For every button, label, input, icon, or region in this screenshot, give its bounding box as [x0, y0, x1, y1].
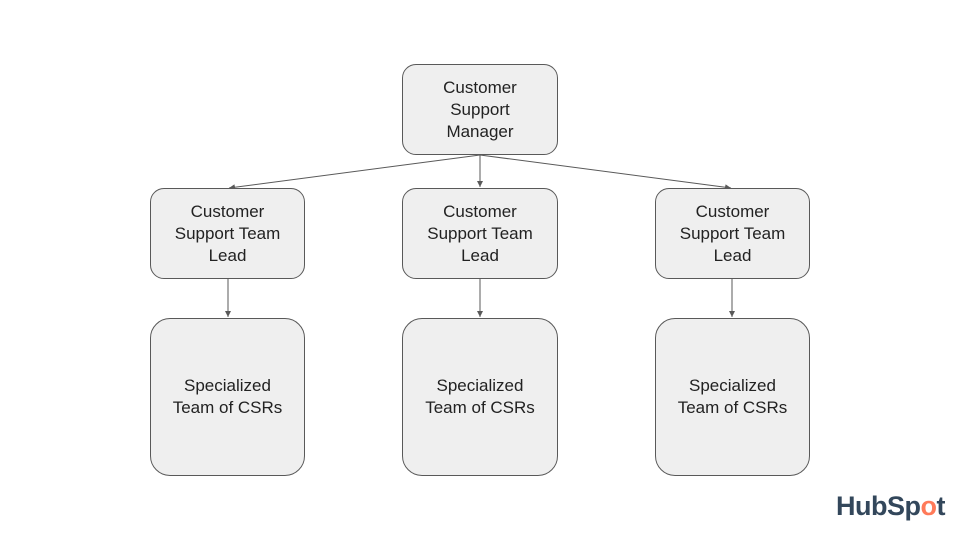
team-node-2: Specialized Team of CSRs [402, 318, 558, 476]
team-label: Specialized Team of CSRs [677, 376, 788, 417]
logo-text: HubSp [836, 491, 921, 521]
lead-label: Customer Support Team Lead [427, 201, 533, 265]
manager-node: Customer Support Manager [402, 64, 558, 155]
logo-text-end: t [936, 491, 946, 521]
hubspot-logo: HubSpot [836, 491, 945, 522]
team-label: Specialized Team of CSRs [172, 376, 283, 417]
edge-manager-lead-3 [479, 154, 732, 191]
lead-node-1: Customer Support Team Lead [150, 188, 305, 279]
edge-manager-lead-1 [228, 154, 481, 191]
lead-label: Customer Support Team Lead [679, 201, 786, 265]
team-label: Specialized Team of CSRs [425, 376, 535, 417]
lead-node-2: Customer Support Team Lead [402, 188, 558, 279]
team-node-1: Specialized Team of CSRs [150, 318, 305, 476]
manager-label: Customer Support Manager [443, 77, 517, 141]
lead-node-3: Customer Support Team Lead [655, 188, 810, 279]
sprocket-icon: o [920, 491, 938, 521]
lead-label: Customer Support Team Lead [174, 201, 281, 265]
team-node-3: Specialized Team of CSRs [655, 318, 810, 476]
